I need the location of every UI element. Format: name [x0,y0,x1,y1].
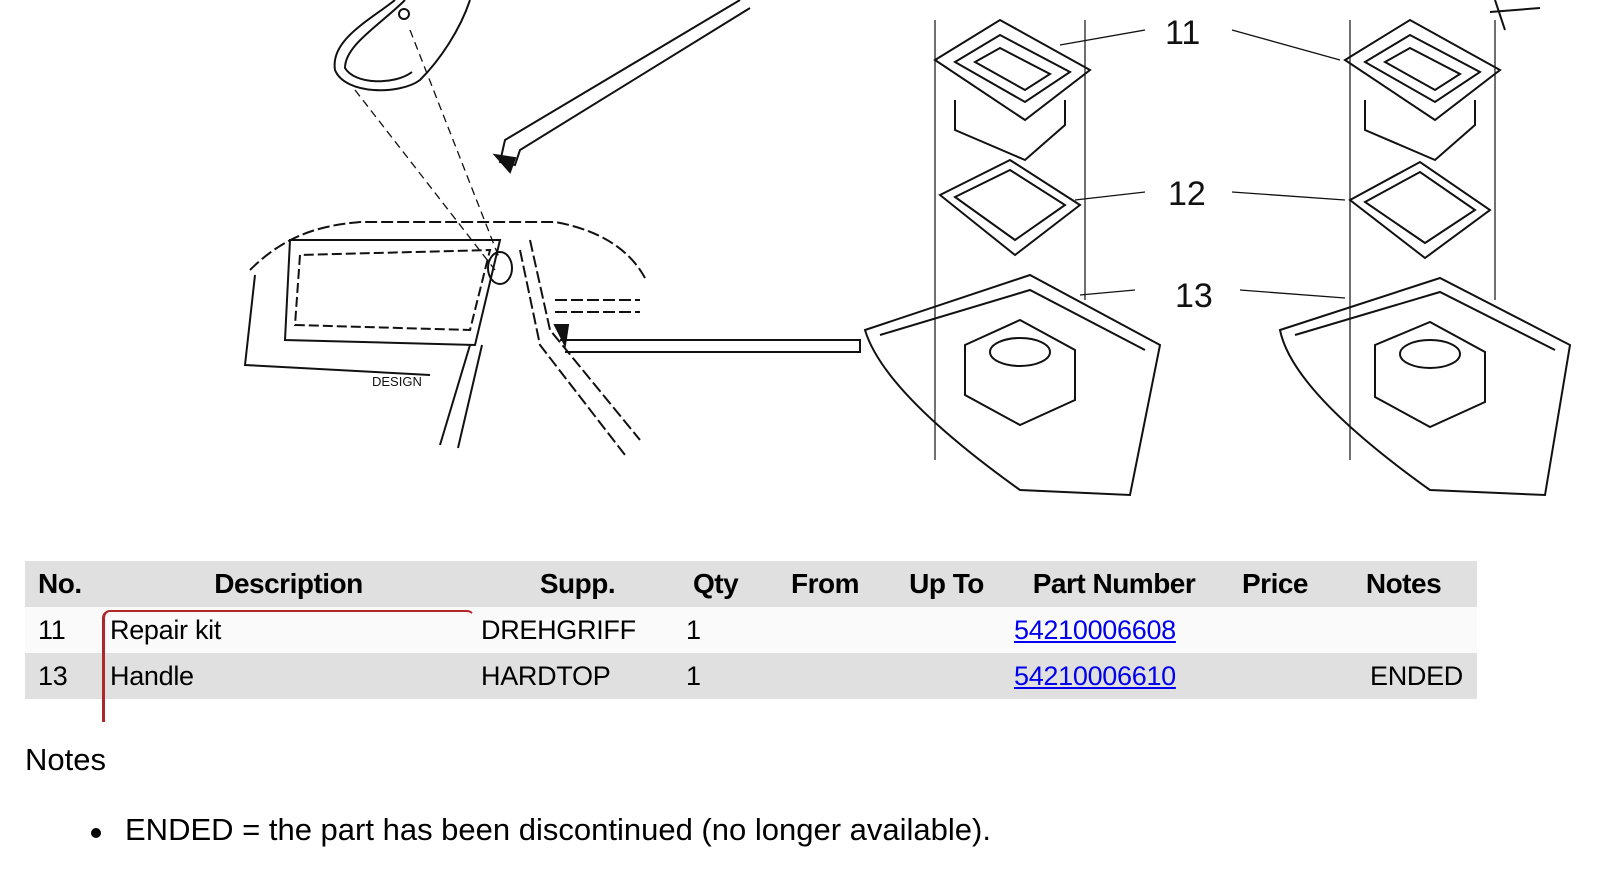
parts-diagram: DESIGN 11 12 13 [243,0,1572,497]
handle-outline [333,0,471,92]
callout-11: 11 [1165,14,1200,52]
callout-12: 12 [1168,175,1206,213]
note-text: ENDED = the part has been discontinued (… [125,812,991,847]
cell-up-to [885,653,1008,699]
bullet-icon [91,828,101,838]
cell-no: 13 [25,653,102,699]
part-number-link[interactable]: 54210006608 [1014,614,1176,645]
cell-supp: HARDTOP [475,653,680,699]
parts-table: No. Description Supp. Qty From Up To Par… [25,561,1477,699]
header-up-to: Up To [885,561,1008,607]
cell-part-number: 54210006610 [1008,653,1220,699]
header-description: Description [102,561,475,607]
header-from: From [765,561,885,607]
cell-from [765,653,885,699]
cell-qty: 1 [680,653,765,699]
cell-part-number: 54210006608 [1008,607,1220,653]
cell-supp: DREHGRIFF [475,607,680,653]
table-row: 11 Repair kit DREHGRIFF 1 54210006608 [25,607,1477,653]
cell-notes [1330,607,1477,653]
table-row: 13 Handle HARDTOP 1 54210006610 ENDED [25,653,1477,699]
cell-no: 11 [25,607,102,653]
table-header-row: No. Description Supp. Qty From Up To Par… [25,561,1477,607]
header-price: Price [1220,561,1330,607]
design-logo: DESIGN [372,374,422,389]
header-qty: Qty [680,561,765,607]
cell-description: Handle [102,653,475,699]
part-number-link[interactable]: 54210006610 [1014,660,1176,691]
cell-description: Repair kit [102,607,475,653]
header-no: No. [25,561,102,607]
notes-heading: Notes [25,742,106,777]
notes-list: ENDED = the part has been discontinued (… [88,812,991,848]
header-part-number: Part Number [1008,561,1220,607]
cell-price [1220,607,1330,653]
cell-price [1220,653,1330,699]
cell-from [765,607,885,653]
cell-up-to [885,607,1008,653]
cell-qty: 1 [680,607,765,653]
header-supp: Supp. [475,561,680,607]
cell-notes: ENDED [1330,653,1477,699]
header-notes: Notes [1330,561,1477,607]
callout-13: 13 [1175,277,1213,315]
list-item: ENDED = the part has been discontinued (… [88,812,991,848]
